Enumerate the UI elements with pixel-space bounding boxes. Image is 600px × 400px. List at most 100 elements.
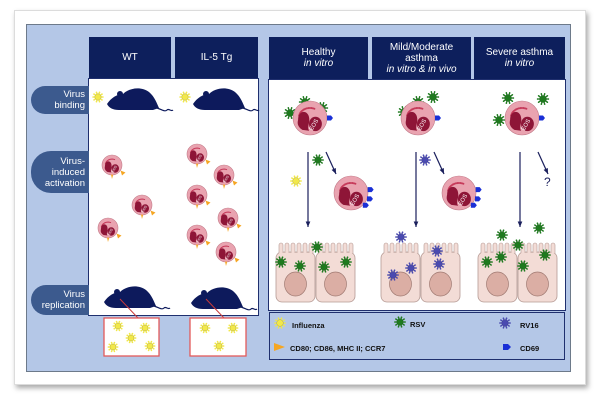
influenza-virus-icon bbox=[92, 91, 104, 103]
orange-receptor-icon bbox=[236, 223, 242, 229]
row-label-line: replication bbox=[41, 300, 85, 311]
blue-receptor-icon bbox=[539, 115, 545, 121]
blue-receptor-icon bbox=[327, 115, 333, 121]
orange-receptor-icon bbox=[196, 204, 199, 209]
column-header-severe: Severe asthma in vitro bbox=[474, 37, 565, 79]
arrow-to-activated bbox=[537, 151, 549, 175]
eosinophil-wt: EOS bbox=[101, 154, 126, 179]
eos-label: EOS bbox=[223, 174, 230, 183]
blue-receptor-icon bbox=[435, 115, 441, 121]
virus-icon bbox=[426, 91, 440, 103]
orange-receptor-icon bbox=[111, 174, 114, 179]
legend-orange-receptor-icon bbox=[274, 343, 285, 351]
header-italic: in vitro bbox=[504, 58, 535, 69]
orange-receptor-icon bbox=[223, 184, 226, 189]
mouse-icon-il5tg-replication bbox=[191, 287, 258, 311]
eos-label: EOS bbox=[350, 193, 361, 207]
eosinophil-bound: EOS bbox=[504, 100, 545, 136]
virus-icon bbox=[501, 92, 515, 104]
blue-receptor-icon bbox=[474, 196, 481, 202]
row-label-line: activation bbox=[44, 177, 85, 189]
blue-receptor-icon bbox=[362, 202, 369, 208]
orange-receptor-icon bbox=[225, 261, 228, 266]
legend-rsv-icon bbox=[394, 316, 406, 328]
orange-receptor-icon bbox=[120, 170, 126, 176]
column-header-label: WT bbox=[122, 52, 138, 63]
virus-icon bbox=[481, 256, 493, 268]
influenza-virus-icon bbox=[112, 320, 124, 332]
influenza-virus-icon bbox=[199, 322, 211, 334]
row-label-virus-replication: Virus replication bbox=[31, 285, 89, 315]
virus-icon bbox=[340, 256, 352, 268]
mouse-icon-il5tg bbox=[193, 88, 260, 112]
virus-icon bbox=[495, 251, 507, 263]
virus-icon bbox=[517, 260, 529, 272]
orange-receptor-icon bbox=[205, 159, 211, 165]
influenza-virus-icon bbox=[107, 341, 119, 353]
legend-box bbox=[269, 312, 565, 360]
eos-label: EOS bbox=[458, 193, 469, 207]
virus-icon bbox=[387, 269, 399, 281]
header-line: Severe asthma bbox=[485, 47, 554, 58]
mouse-panel bbox=[88, 78, 259, 316]
eos-label: EOS bbox=[141, 204, 148, 213]
virus-icon bbox=[395, 231, 407, 243]
row-label-virus-binding: Virus binding bbox=[31, 86, 89, 114]
row-label-line: Virus bbox=[63, 89, 85, 100]
nucleus bbox=[486, 271, 509, 297]
mouse-icon-wt-replication bbox=[104, 286, 171, 310]
eos-label: EOS bbox=[196, 234, 203, 243]
zoom-line bbox=[205, 298, 225, 319]
eosinophil-il5tg: EOS bbox=[213, 164, 238, 189]
virus-icon bbox=[533, 222, 545, 234]
eos-label: EOS bbox=[196, 153, 203, 162]
orange-receptor-icon bbox=[107, 237, 110, 242]
orange-receptor-icon bbox=[150, 210, 156, 216]
influenza-virus-icon bbox=[125, 332, 137, 344]
column-header-wt: WT bbox=[89, 37, 171, 78]
virus-icon bbox=[294, 260, 306, 272]
influenza-virus-icon bbox=[139, 322, 151, 334]
legend-rv16-icon bbox=[499, 317, 511, 329]
virus-icon bbox=[312, 154, 324, 166]
unknown-outcome-mark: ? bbox=[544, 175, 551, 189]
orange-receptor-icon bbox=[234, 257, 240, 263]
blue-receptor-icon bbox=[470, 202, 477, 208]
eos-label: EOS bbox=[111, 164, 118, 173]
legend-label-influenza: Influenza bbox=[292, 321, 325, 330]
eos-label: EOS bbox=[227, 217, 234, 226]
influenza-virus-icon bbox=[144, 340, 156, 352]
row-label-line: induced bbox=[51, 166, 85, 178]
influenza-virus-icon bbox=[179, 91, 191, 103]
orange-receptor-icon bbox=[196, 244, 199, 249]
legend-label-cd69: CD69 bbox=[520, 344, 540, 353]
virus-icon bbox=[405, 262, 417, 274]
row-label-virus-induced-activation: Virus- induced activation bbox=[31, 151, 89, 193]
arrow-to-epithelium bbox=[413, 152, 419, 227]
orange-receptor-icon bbox=[141, 214, 144, 219]
virus-icon bbox=[290, 175, 302, 187]
virus-icon bbox=[419, 154, 431, 166]
header-line: Mild/Moderate bbox=[389, 41, 454, 53]
eos-label: EOS bbox=[107, 227, 114, 236]
legend-influenza-icon bbox=[274, 317, 286, 329]
arrow-to-activated bbox=[433, 151, 445, 175]
nucleus bbox=[284, 271, 307, 297]
eosinophil-il5tg: EOS bbox=[186, 184, 211, 209]
nucleus bbox=[429, 271, 452, 297]
orange-receptor-icon bbox=[232, 180, 238, 186]
header-line: asthma bbox=[405, 52, 438, 64]
legend-blue-receptor-icon bbox=[503, 344, 511, 350]
virus-icon bbox=[318, 261, 330, 273]
virus-icon bbox=[433, 258, 445, 270]
arrow-to-epithelium bbox=[305, 152, 311, 227]
row-label-line: Virus- bbox=[60, 155, 85, 167]
virus-icon bbox=[275, 256, 287, 268]
row-label-line: Virus bbox=[63, 289, 85, 300]
orange-receptor-icon bbox=[227, 227, 230, 232]
eosinophil-il5tg: EOS bbox=[186, 224, 211, 249]
row-label-line: binding bbox=[54, 100, 85, 111]
orange-receptor-icon bbox=[116, 233, 122, 239]
legend-label-rsv: RSV bbox=[410, 320, 426, 329]
